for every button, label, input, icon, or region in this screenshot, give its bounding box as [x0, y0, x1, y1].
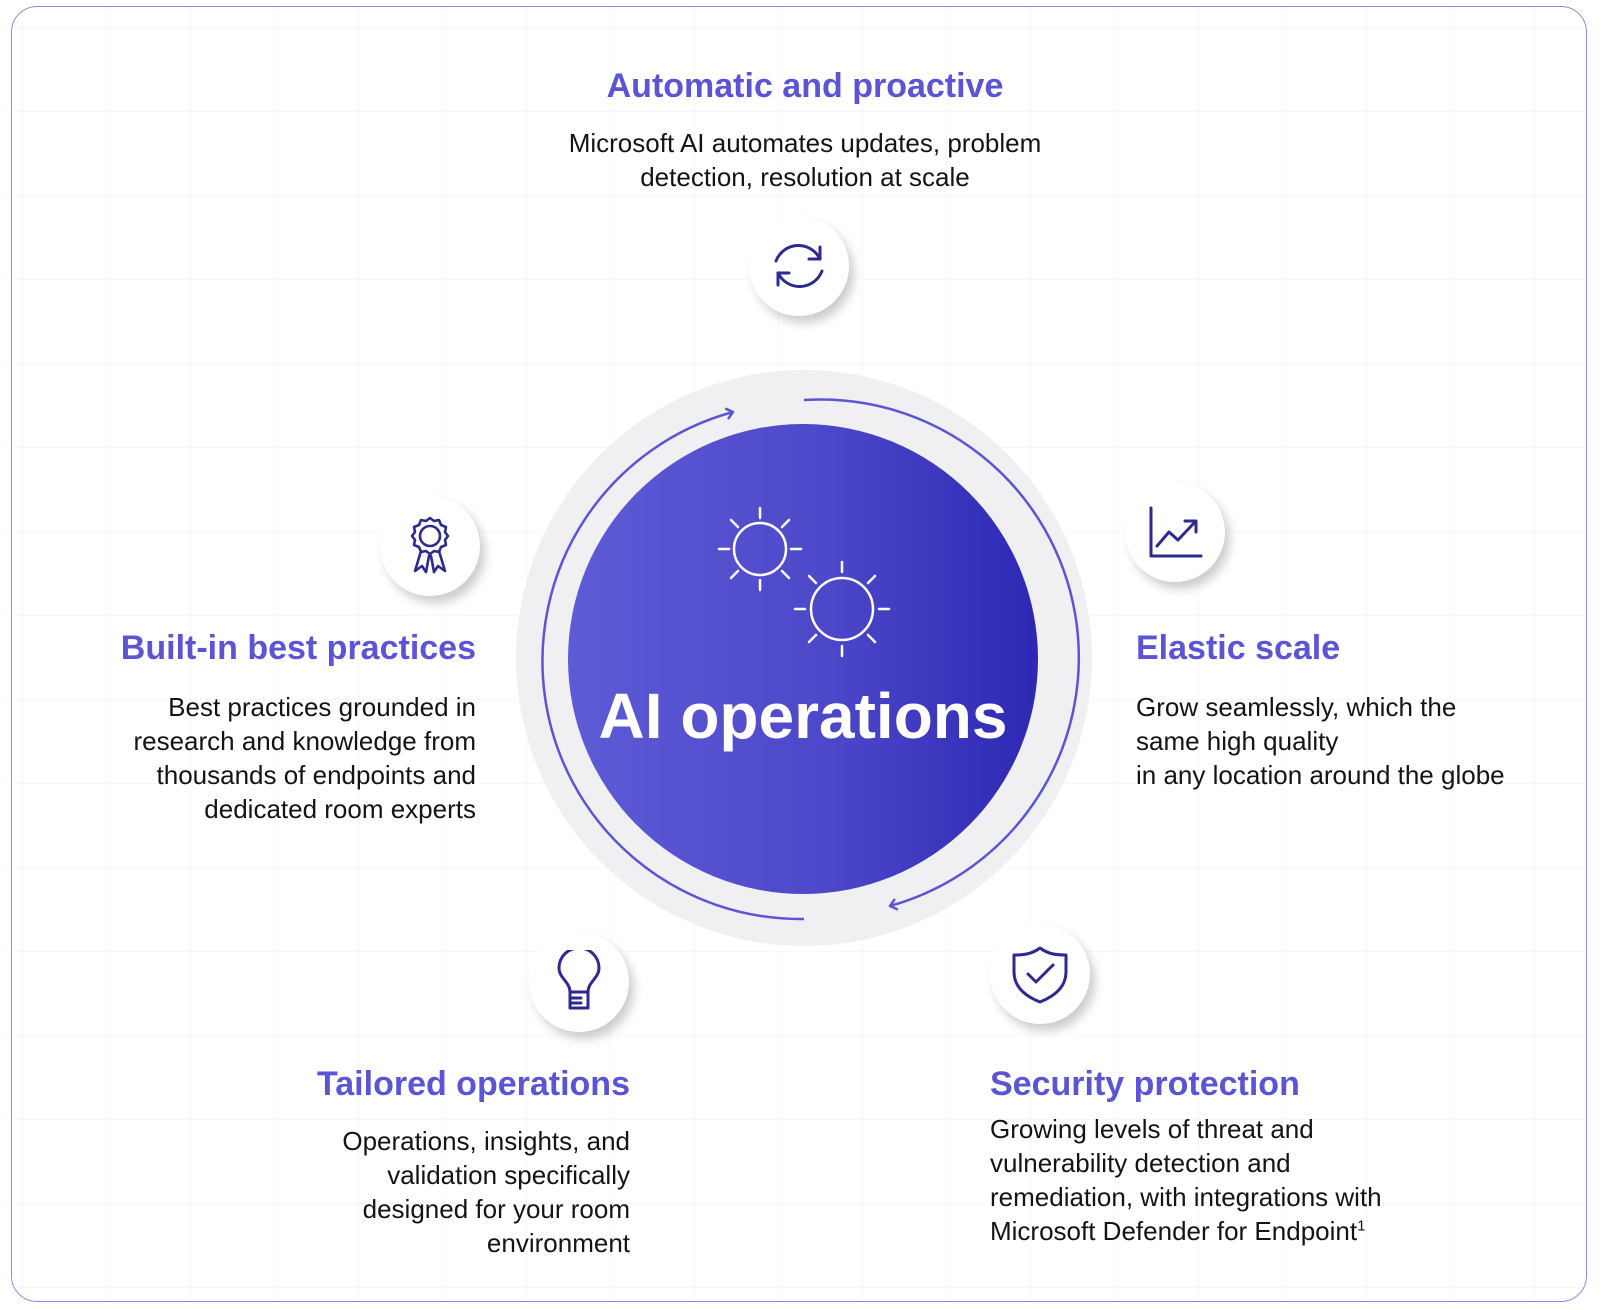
desc-line: in any location around the globe: [1136, 760, 1505, 790]
desc-line: remediation, with integrations with: [990, 1182, 1382, 1212]
desc-line: Grow seamlessly, which the: [1136, 692, 1457, 722]
feature-heading-builtin: Built-in best practices: [120, 629, 476, 667]
desc-line: Microsoft AI automates updates, problem: [568, 128, 1042, 158]
shield-check-icon: [1012, 946, 1068, 1004]
center-circle: [568, 424, 1038, 894]
desc-line: thousands of endpoints and: [156, 760, 476, 790]
feature-icon-badge-security: [990, 924, 1090, 1024]
desc-line: dedicated room experts: [204, 794, 476, 824]
arc-arrow-right: [803, 398, 1081, 906]
feature-icon-badge-automatic: [749, 216, 849, 316]
gears-icon: [717, 506, 891, 658]
growth-chart-icon: [1149, 506, 1203, 558]
desc-line: same high quality: [1136, 726, 1339, 756]
feature-heading-security: Security protection: [990, 1065, 1300, 1103]
desc-line: Best practices grounded in: [168, 692, 476, 722]
feature-heading-elastic: Elastic scale: [1136, 629, 1341, 667]
feature-desc-security: Growing levels of threat and vulnerabili…: [990, 1112, 1510, 1248]
award-ribbon-icon: [410, 516, 450, 574]
footnote-marker: 1: [1357, 1217, 1366, 1235]
feature-desc-builtin: Best practices grounded in research and …: [40, 690, 476, 826]
desc-line: environment: [486, 1228, 630, 1258]
desc-line: research and knowledge from: [133, 726, 476, 756]
center-title: AI operations: [598, 680, 1008, 752]
desc-line: validation specifically: [387, 1160, 630, 1190]
feature-heading-automatic: Automatic and proactive: [606, 67, 1004, 105]
feature-desc-tailored: Operations, insights, and validation spe…: [220, 1124, 630, 1260]
feature-icon-badge-elastic: [1125, 482, 1225, 582]
arc-arrow-left: [541, 412, 805, 921]
desc-line: designed for your room: [362, 1194, 630, 1224]
feature-icon-badge-tailored: [529, 932, 629, 1032]
desc-line: detection, resolution at scale: [640, 162, 970, 192]
desc-line: vulnerability detection and: [990, 1148, 1291, 1178]
refresh-icon: [774, 244, 824, 288]
feature-heading-tailored: Tailored operations: [317, 1065, 630, 1103]
desc-line: Microsoft Defender for Endpoint: [990, 1216, 1358, 1246]
feature-desc-automatic: Microsoft AI automates updates, problem …: [460, 126, 1150, 194]
feature-desc-elastic: Grow seamlessly, which the same high qua…: [1136, 690, 1576, 792]
lightbulb-icon: [557, 950, 601, 1010]
feature-icon-badge-builtin: [380, 496, 480, 596]
desc-line-with-footnote: Microsoft Defender for Endpoint1: [990, 1214, 1510, 1248]
desc-line: Operations, insights, and: [342, 1126, 630, 1156]
desc-line: Growing levels of threat and: [990, 1114, 1314, 1144]
